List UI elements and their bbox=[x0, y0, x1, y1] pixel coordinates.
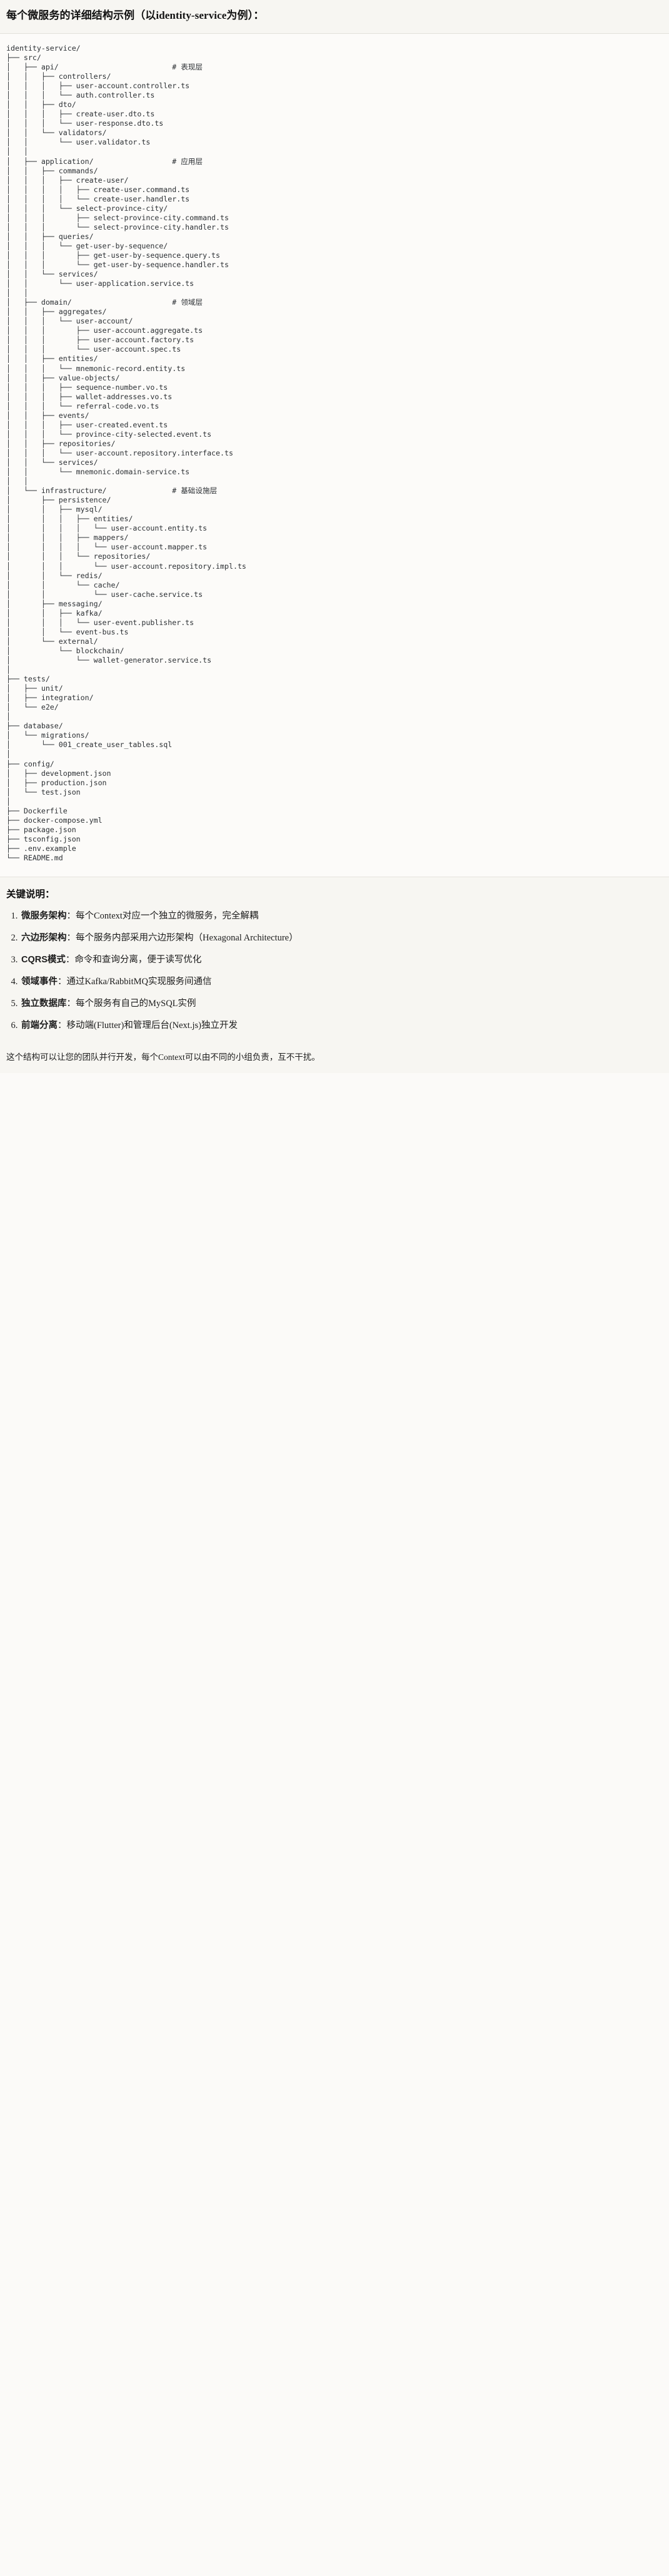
note-separator: ： bbox=[65, 955, 75, 965]
note-separator: ： bbox=[66, 999, 76, 1009]
note-description: 每个Context对应一个独立的微服务，完全解耦 bbox=[76, 911, 259, 922]
directory-tree-block: identity-service/ ├── src/ │ ├── api/ # … bbox=[0, 33, 669, 877]
note-term: 领域事件 bbox=[21, 977, 58, 987]
key-notes-heading: 关键说明： bbox=[6, 889, 55, 900]
directory-tree: identity-service/ ├── src/ │ ├── api/ # … bbox=[6, 43, 246, 862]
closing-paragraph: 这个结构可以让您的团队并行开发，每个Context可以由不同的小组负责，互不干扰… bbox=[0, 1041, 669, 1073]
note-separator: ： bbox=[66, 911, 76, 922]
note-term: 独立数据库 bbox=[21, 999, 67, 1009]
note-term: 六边形架构 bbox=[21, 933, 67, 944]
note-separator: ： bbox=[58, 977, 67, 987]
list-item: 领域事件：通过Kafka/RabbitMQ实现服务间通信 bbox=[20, 975, 663, 989]
note-term: 微服务架构 bbox=[21, 911, 67, 922]
note-description: 移动端(Flutter)和管理后台(Next.js)独立开发 bbox=[66, 1021, 238, 1031]
note-separator: ： bbox=[58, 1021, 67, 1031]
page-title: 每个微服务的详细结构示例（以identity-service为例）： bbox=[6, 9, 264, 21]
note-description: 每个服务内部采用六边形架构（Hexagonal Architecture） bbox=[76, 933, 298, 944]
note-description: 通过Kafka/RabbitMQ实现服务间通信 bbox=[66, 977, 212, 987]
list-item: 六边形架构：每个服务内部采用六边形架构（Hexagonal Architectu… bbox=[20, 932, 663, 945]
note-term: 前端分离 bbox=[21, 1021, 58, 1031]
key-notes-list: 微服务架构：每个Context对应一个独立的微服务，完全解耦 六边形架构：每个服… bbox=[6, 910, 663, 1032]
list-item: CQRS模式：命令和查询分离，便于读写优化 bbox=[20, 954, 663, 967]
list-item: 独立数据库：每个服务有自己的MySQL实例 bbox=[20, 997, 663, 1011]
list-item: 前端分离：移动端(Flutter)和管理后台(Next.js)独立开发 bbox=[20, 1019, 663, 1032]
title-divider bbox=[0, 33, 669, 34]
list-item: 微服务架构：每个Context对应一个独立的微服务，完全解耦 bbox=[20, 910, 663, 923]
document-page: 每个微服务的详细结构示例（以identity-service为例）： ident… bbox=[0, 0, 669, 1073]
note-term: CQRS模式 bbox=[21, 955, 66, 965]
title-section: 每个微服务的详细结构示例（以identity-service为例）： bbox=[0, 0, 669, 33]
note-separator: ： bbox=[66, 933, 76, 944]
note-description: 命令和查询分离，便于读写优化 bbox=[74, 955, 202, 965]
key-notes-section: 关键说明： 微服务架构：每个Context对应一个独立的微服务，完全解耦 六边形… bbox=[0, 877, 669, 1042]
note-description: 每个服务有自己的MySQL实例 bbox=[76, 999, 196, 1009]
